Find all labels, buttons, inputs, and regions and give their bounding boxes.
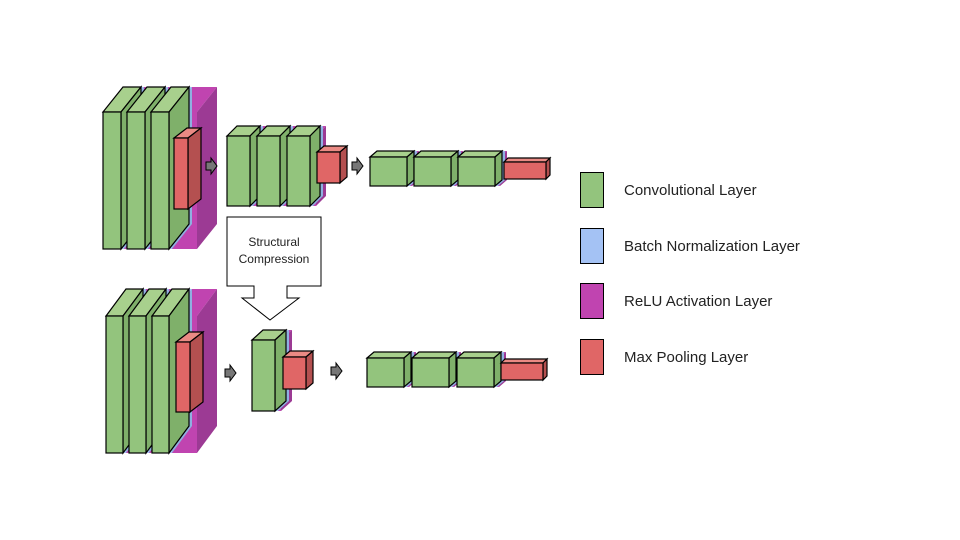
top-stage3-max-pool-top bbox=[502, 157, 552, 163]
conv-layer-front bbox=[105, 315, 124, 454]
callout-line-2: Compression bbox=[238, 252, 310, 266]
conv-layer-side bbox=[406, 149, 415, 188]
bottom-stage1-max-pool bbox=[174, 330, 205, 414]
conv-layer bbox=[410, 350, 458, 389]
legend-item-pool: Max Pooling Layer bbox=[580, 339, 880, 377]
conv-layer-front bbox=[456, 357, 495, 388]
callout-label: Structural Compression bbox=[226, 234, 322, 268]
conv-layer-front bbox=[457, 156, 496, 187]
structural-compression-callout bbox=[226, 216, 322, 321]
bottom-stage2-max-pool-side bbox=[305, 349, 314, 391]
top-stage2-max-pool bbox=[315, 144, 349, 185]
bottom-stage1-max-pool-front bbox=[175, 341, 191, 413]
legend-item-relu: ReLU Activation Layer bbox=[580, 283, 880, 321]
conv-layer bbox=[455, 350, 503, 389]
top-stage3-max-pool-front bbox=[503, 161, 547, 180]
conv-layer bbox=[365, 350, 413, 389]
bottom-stage3-max-pool-top bbox=[499, 358, 549, 364]
conv-layer-front bbox=[366, 357, 405, 388]
top-stage2-conv-block-3 bbox=[285, 124, 326, 208]
top-stage1-max-pool-front bbox=[173, 137, 189, 210]
top-stage1-max-pool-side bbox=[187, 126, 202, 211]
conv-layer-side bbox=[493, 350, 502, 389]
legend-swatch-relu bbox=[580, 283, 604, 319]
conv-layer-front bbox=[251, 339, 276, 412]
conv-layer bbox=[255, 124, 292, 208]
compressed-network bbox=[104, 287, 549, 455]
legend-swatch-bn bbox=[580, 228, 604, 264]
bottom-stage2-max-pool-front bbox=[282, 356, 307, 390]
top-stage3-conv-block-3 bbox=[456, 149, 507, 188]
conv-layer-front bbox=[151, 315, 170, 454]
conv-layer bbox=[412, 149, 460, 188]
bottom-stage3-conv-block-2 bbox=[410, 350, 461, 389]
conv-layer bbox=[285, 124, 322, 208]
top-stage3-conv-block-2 bbox=[412, 149, 463, 188]
top-stage3-max-pool bbox=[502, 156, 552, 181]
top-stage3-conv-block-1 bbox=[368, 149, 419, 188]
legend-label-pool: Max Pooling Layer bbox=[624, 349, 749, 366]
conv-layer-front bbox=[226, 135, 251, 207]
conv-layer-side bbox=[450, 149, 459, 188]
conv-layer-front bbox=[150, 111, 170, 250]
conv-layer-side bbox=[448, 350, 457, 389]
legend-label-relu: ReLU Activation Layer bbox=[624, 293, 773, 310]
bottom-stage3-conv-block-1 bbox=[365, 350, 416, 389]
legend-label-bn: Batch Normalization Layer bbox=[624, 238, 800, 255]
conv-layer-side bbox=[403, 350, 412, 389]
top-arrow-1 bbox=[205, 156, 218, 176]
legend-label-conv: Convolutional Layer bbox=[624, 182, 757, 199]
legend-item-conv: Convolutional Layer bbox=[580, 172, 880, 210]
bottom-arrow-1 bbox=[224, 363, 237, 383]
callout-arrow-shape bbox=[226, 216, 322, 321]
bottom-stage3-max-pool-front bbox=[500, 362, 544, 381]
legend-swatch-conv bbox=[580, 172, 604, 208]
legend-swatch-pool bbox=[580, 339, 604, 375]
conv-layer bbox=[250, 328, 288, 413]
top-stage1-max-pool bbox=[172, 126, 203, 211]
bottom-stage1-max-pool-side bbox=[189, 330, 204, 414]
conv-layer bbox=[456, 149, 504, 188]
bottom-stage3-conv-block-3 bbox=[455, 350, 506, 389]
conv-layer-front bbox=[126, 111, 146, 250]
conv-layer-front bbox=[102, 111, 122, 250]
bottom-stage3-max-pool bbox=[499, 357, 549, 382]
conv-layer-front bbox=[411, 357, 450, 388]
conv-layer bbox=[368, 149, 416, 188]
legend-item-bn: Batch Normalization Layer bbox=[580, 228, 880, 266]
conv-layer bbox=[225, 124, 262, 208]
conv-layer-front bbox=[413, 156, 452, 187]
bottom-arrow-2 bbox=[330, 361, 343, 381]
callout-line-1: Structural bbox=[248, 235, 300, 249]
conv-layer-front bbox=[256, 135, 281, 207]
bottom-stage2-max-pool bbox=[281, 349, 315, 391]
conv-layer-front bbox=[128, 315, 147, 454]
top-stage2-max-pool-front bbox=[316, 151, 341, 184]
conv-layer-front bbox=[369, 156, 408, 187]
original-network bbox=[101, 85, 552, 251]
top-stage2-max-pool-side bbox=[339, 144, 348, 185]
conv-layer-side bbox=[494, 149, 503, 188]
top-arrow-2 bbox=[351, 156, 364, 176]
conv-layer-front bbox=[286, 135, 311, 207]
